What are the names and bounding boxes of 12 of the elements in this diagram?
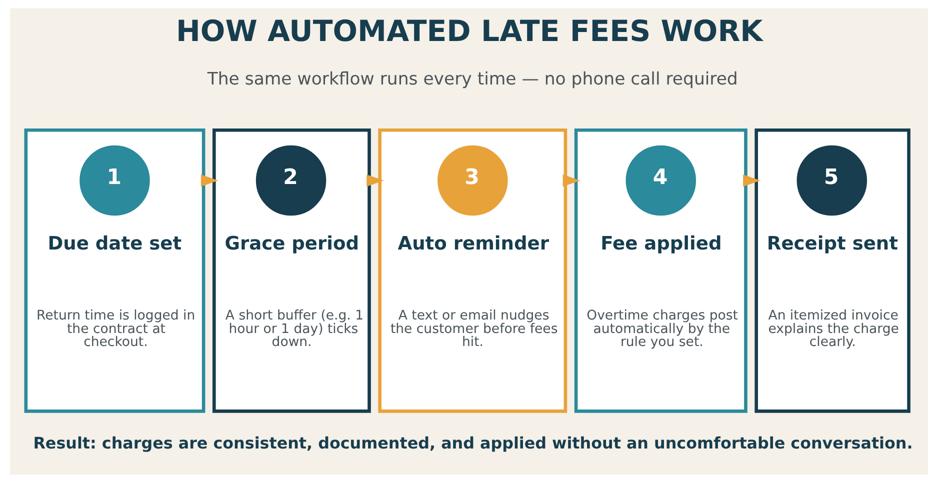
- diagram-title: HOW AUTOMATED LATE FEES WORK: [176, 14, 763, 48]
- node-circle: 4: [626, 145, 696, 216]
- node-circle: 1: [80, 145, 150, 216]
- node-circle: 2: [256, 145, 326, 216]
- label: The same workflow runs every time — no phone call required: [207, 69, 738, 90]
- caption: Result: charges are consistent, documented, and applied without an uncomfortable conversation.: [33, 433, 913, 452]
- arrow: [200, 174, 218, 187]
- node-circle: 3: [438, 145, 508, 216]
- arrow: [562, 174, 580, 187]
- node-circle: 5: [796, 145, 868, 216]
- arrow: [743, 174, 760, 187]
- arrow: [366, 174, 384, 187]
